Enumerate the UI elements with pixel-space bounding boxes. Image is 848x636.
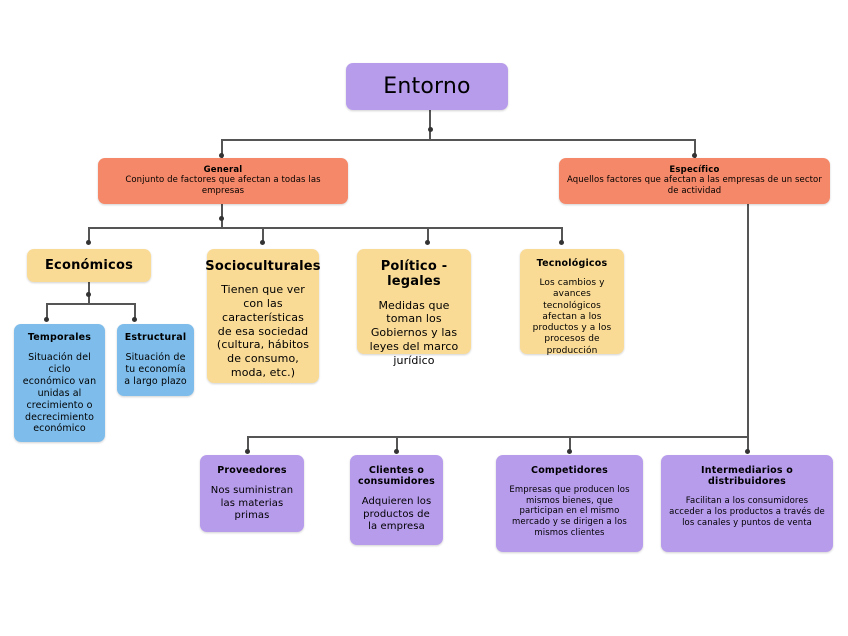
node-competidores-title: Competidores — [531, 465, 608, 476]
connector-root-bus — [222, 139, 695, 141]
node-proveedores-title: Proveedores — [217, 465, 287, 476]
node-especifico[interactable]: Específico Aquellos factores que afectan… — [559, 158, 830, 204]
connector-to-tecnologicos — [561, 227, 563, 244]
node-entorno-title: Entorno — [383, 73, 471, 99]
node-estructural-title: Estructural — [124, 332, 187, 343]
connector-dot-temporales — [44, 317, 49, 322]
connector-to-economicos — [88, 227, 90, 244]
node-entorno[interactable]: Entorno — [346, 63, 508, 110]
connector-to-competidores — [569, 436, 571, 453]
node-proveedores[interactable]: Proveedores Nos suministran las materias… — [200, 455, 304, 532]
node-clientes-consumidores-title: Clientes o consumidores — [357, 465, 435, 488]
connector-dot-root — [427, 127, 433, 132]
node-intermediarios-distribuidores[interactable]: Intermediarios o distribuidores Facilita… — [661, 455, 833, 552]
connector-dot-intermediarios — [745, 449, 750, 454]
node-economicos[interactable]: Económicos — [27, 249, 151, 282]
node-temporales-title: Temporales — [27, 332, 92, 343]
connector-economicos-bus — [46, 303, 135, 305]
connector-to-clientes — [396, 436, 398, 453]
node-proveedores-body: Nos suministran las materias primas — [210, 485, 294, 522]
connector-to-politico-legales — [427, 227, 429, 244]
connector-root-stem — [429, 110, 431, 140]
connector-dot-economicos-stem — [86, 292, 91, 297]
connector-to-estructural — [134, 303, 136, 321]
connector-to-general — [221, 139, 223, 158]
connector-to-intermediarios — [747, 436, 749, 453]
connector-dot-clientes — [394, 449, 399, 454]
connector-especifico-bus — [247, 436, 748, 438]
node-estructural-body: Situación de tu economía a largo plazo — [124, 352, 187, 387]
node-competidores[interactable]: Competidores Empresas que producen los m… — [496, 455, 643, 552]
connector-dot-estructural — [132, 317, 137, 322]
node-economicos-title: Económicos — [44, 257, 134, 273]
connector-to-especifico — [694, 139, 696, 158]
node-temporales-body: Situación del ciclo económico van unidas… — [22, 352, 97, 435]
node-general-body: Conjunto de factores que afectan a todas… — [125, 175, 321, 196]
connector-dot-general-stem — [219, 216, 224, 221]
node-especifico-title: Específico — [669, 165, 720, 176]
node-estructural[interactable]: Estructural Situación de tu economía a l… — [117, 324, 194, 396]
node-politico-legales-title: Político - legales — [380, 259, 448, 290]
connector-to-proveedores — [247, 436, 249, 453]
connector-to-temporales — [46, 303, 48, 321]
node-clientes-consumidores-body: Adquieren los productos de la empresa — [361, 496, 432, 533]
node-competidores-body: Empresas que producen los mismos bienes,… — [509, 485, 630, 538]
connector-to-socioculturales — [262, 227, 264, 244]
connector-dot-tecnologicos — [559, 240, 564, 245]
connector-dot-economicos — [86, 240, 91, 245]
node-general[interactable]: General Conjunto de factores que afectan… — [98, 158, 348, 204]
node-politico-legales[interactable]: Político - legales Medidas que toman los… — [357, 249, 471, 367]
node-general-title: General — [203, 165, 243, 176]
node-politico-legales-body: Medidas que toman los Gobiernos y las le… — [369, 298, 459, 367]
node-socioculturales[interactable]: Socioculturales Tienen que ver con las c… — [205, 249, 321, 383]
node-socioculturales-title: Socioculturales — [205, 259, 321, 274]
connector-dot-general — [219, 153, 224, 158]
connector-dot-competidores — [567, 449, 572, 454]
node-tecnologicos[interactable]: Tecnológicos Los cambios y avances tecno… — [520, 249, 624, 356]
node-socioculturales-body: Tienen que ver con las características d… — [216, 283, 310, 379]
node-clientes-consumidores[interactable]: Clientes o consumidores Adquieren los pr… — [350, 455, 443, 545]
node-tecnologicos-title: Tecnológicos — [536, 258, 608, 269]
connector-dot-politico-legales — [425, 240, 430, 245]
connector-especifico-stem — [747, 204, 749, 437]
node-tecnologicos-body: Los cambios y avances tecnológicos afect… — [532, 278, 612, 356]
connector-dot-especifico — [692, 153, 697, 158]
connector-dot-proveedores — [245, 449, 250, 454]
node-especifico-body: Aquellos factores que afectan a las empr… — [567, 175, 822, 196]
node-intermediarios-distribuidores-title: Intermediarios o distribuidores — [701, 465, 793, 488]
connector-dot-socioculturales — [260, 240, 265, 245]
node-temporales[interactable]: Temporales Situación del ciclo económico… — [14, 324, 105, 442]
node-intermediarios-distribuidores-body: Facilitan a los consumidores acceder a l… — [669, 496, 825, 528]
connector-general-bus — [88, 227, 562, 229]
